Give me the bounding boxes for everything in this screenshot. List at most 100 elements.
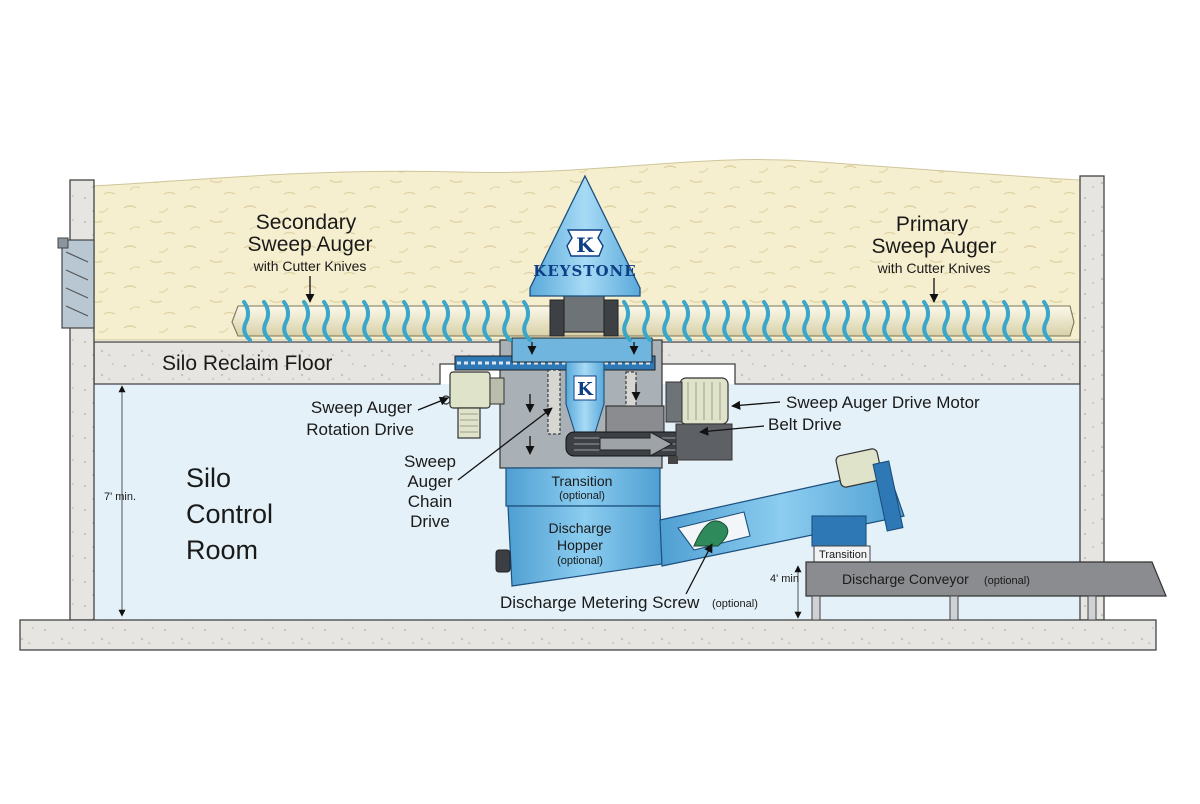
auger-flight [462, 300, 472, 342]
hopper-label-2: Hopper [557, 537, 603, 553]
keystone-logo-letter: K [576, 233, 594, 257]
auger-flight [842, 300, 852, 342]
drive-motor-leader [731, 400, 781, 410]
secondary-sweep-auger-flights [242, 300, 532, 342]
auger-flight [782, 300, 792, 342]
auger-flight [442, 300, 452, 342]
chain-drive-leader [457, 407, 553, 481]
secondary-sweep-label-2: Sweep Auger [248, 233, 373, 256]
conveyor-leg-3 [1087, 595, 1097, 621]
rotation-drive-leader [417, 396, 449, 411]
auger-flight [282, 300, 292, 342]
auger-flight [382, 300, 392, 342]
keystone-brand-text: KEYSTONE [533, 262, 636, 280]
auger-flight [822, 300, 832, 342]
auger-flight [262, 300, 272, 342]
transition-section [505, 467, 661, 507]
right-sprocket [625, 371, 637, 409]
auger-flight [922, 300, 932, 342]
control-room-label-2: Control [186, 499, 273, 529]
conveyor-leg-2 [949, 595, 959, 621]
primary-sweep-auger-flights [622, 300, 1052, 342]
belt-drive-label: Belt Drive [768, 415, 842, 434]
conveyor-optional-label: (optional) [984, 575, 1030, 587]
auger-flight [422, 300, 432, 342]
rotation-drive [441, 371, 505, 439]
hopper-optional-label: (optional) [557, 555, 603, 567]
discharge-conveyor [805, 561, 1167, 597]
metering-screw-flight [693, 520, 729, 547]
auger-flight [622, 300, 632, 342]
auger-flight [502, 300, 512, 342]
auger-flight [242, 300, 252, 342]
chain-drive-label-1: Sweep [404, 452, 456, 471]
auger-flight [1022, 300, 1032, 342]
inner-k-letter: K [577, 379, 594, 400]
auger-flight [1002, 300, 1012, 342]
hopper-knob [495, 549, 511, 573]
primary-sweep-label-2: Sweep Auger [872, 235, 997, 258]
dimension-4ft-label: 4' min [770, 573, 799, 585]
wall-vent [57, 237, 95, 329]
drive-motor [665, 377, 733, 464]
secondary-sweep-label-1: Secondary [256, 211, 357, 234]
auger-flight [402, 300, 412, 342]
auger-flight [482, 300, 492, 342]
foundation-slab [19, 619, 1157, 651]
auger-hub-right [603, 299, 619, 337]
auger-flight [642, 300, 652, 342]
metering-screw-leader [685, 543, 713, 595]
belt-drive-guard [605, 405, 665, 437]
auger-flight [742, 300, 752, 342]
keystone-logo-badge [566, 229, 604, 257]
control-room-label-3: Room [186, 535, 258, 565]
auger-flight [762, 300, 772, 342]
chain-drive-label-2: Auger [407, 472, 453, 491]
auger-flight [322, 300, 332, 342]
primary-sweep-label-3: with Cutter Knives [877, 260, 991, 276]
transition-label: Transition [552, 473, 613, 489]
rotation-drive-label-2: Rotation Drive [306, 420, 414, 439]
metering-screw-label: Discharge Metering Screw [500, 593, 700, 612]
auger-flight [682, 300, 692, 342]
conveyor-leg-1 [811, 595, 821, 621]
reclaim-floor-label: Silo Reclaim Floor [162, 352, 332, 375]
auger-flight [662, 300, 672, 342]
auger-flight [302, 300, 312, 342]
chain-drive-label-4: Drive [410, 512, 450, 531]
chain-drive-label-3: Chain [408, 492, 452, 511]
dimension-7ft-label: 7' min. [104, 491, 136, 503]
auger-flight [702, 300, 712, 342]
auger-hub-block [563, 293, 605, 333]
auger-flight [882, 300, 892, 342]
auger-flight [1042, 300, 1052, 342]
belt-drive-leader [699, 425, 765, 436]
auger-flight [802, 300, 812, 342]
auger-flight [862, 300, 872, 342]
belt-drive-arrow-shape [599, 431, 674, 457]
auger-flight [942, 300, 952, 342]
right-silo-wall [1079, 175, 1105, 621]
control-room-label-1: Silo [186, 463, 231, 493]
secondary-sweep-label-3: with Cutter Knives [253, 258, 367, 274]
auger-flight [722, 300, 732, 342]
auger-hub-left [549, 299, 565, 337]
auger-flight [342, 300, 352, 342]
hopper-label-1: Discharge [548, 520, 611, 536]
small-transition [811, 515, 867, 547]
metering-screw-optional-label: (optional) [712, 598, 758, 610]
conveyor-label: Discharge Conveyor [842, 571, 969, 587]
rotation-drive-label-1: Sweep Auger [311, 398, 412, 417]
chain-drive-sprocket [547, 369, 561, 435]
small-transition-label: Transition [819, 549, 867, 561]
drive-motor-label: Sweep Auger Drive Motor [786, 393, 980, 412]
auger-flight [982, 300, 992, 342]
inner-k-badge [573, 375, 597, 401]
auger-flight [362, 300, 372, 342]
primary-sweep-label-1: Primary [896, 213, 969, 236]
transition-optional-label: (optional) [559, 490, 605, 502]
auger-flight [902, 300, 912, 342]
auger-flight [962, 300, 972, 342]
